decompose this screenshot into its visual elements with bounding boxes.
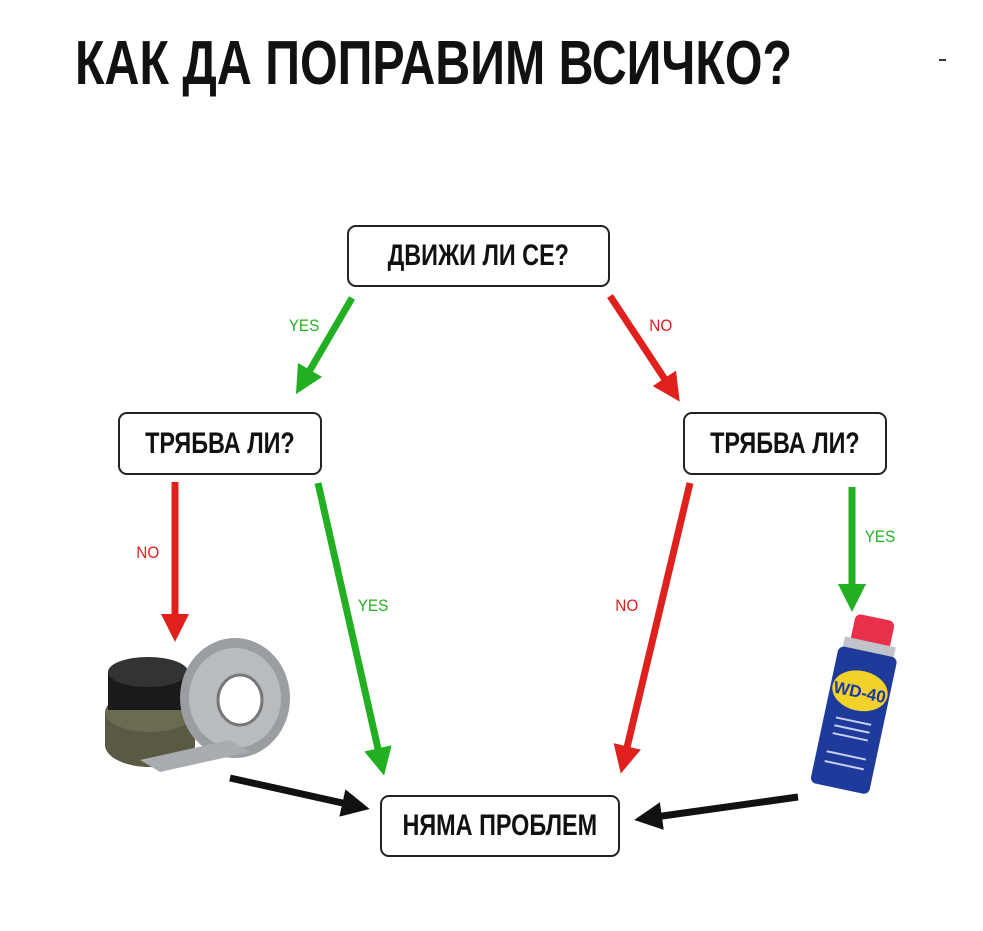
edge-label-left-no: NO — [136, 543, 160, 562]
wd40-spray-image: WD-40 — [810, 614, 897, 794]
node-start: ДВИЖИ ЛИ СЕ? — [347, 225, 610, 287]
arrow-spray-end — [634, 793, 799, 830]
arrow-start-no — [607, 294, 680, 402]
arrow-left-yes — [314, 482, 392, 776]
arrow-right-no — [613, 482, 694, 774]
node-right-question-label: ТРЯБВА ЛИ? — [710, 426, 860, 460]
edge-label-right-no: NO — [615, 596, 639, 615]
node-end: НЯМА ПРОБЛЕМ — [380, 795, 620, 857]
arrow-start-yes — [295, 296, 356, 395]
edge-label-start-yes: YES — [288, 316, 320, 335]
duct-tape-image — [105, 638, 290, 772]
page-title: КАК ДА ПОПРАВИМ ВСИЧКО? — [75, 29, 793, 98]
edge-label-left-yes: YES — [357, 596, 389, 615]
node-left-question-label: ТРЯБВА ЛИ? — [145, 426, 295, 460]
node-right-question: ТРЯБВА ЛИ? — [683, 412, 887, 475]
edge-label-start-no: NO — [649, 316, 673, 335]
node-end-label: НЯМА ПРОБЛЕМ — [402, 809, 598, 842]
edge-label-right-yes: YES — [864, 527, 896, 546]
arrow-tape-end — [229, 774, 370, 817]
node-start-label: ДВИЖИ ЛИ СЕ? — [387, 239, 570, 272]
divider — [939, 59, 946, 61]
node-left-question: ТРЯБВА ЛИ? — [118, 412, 322, 475]
